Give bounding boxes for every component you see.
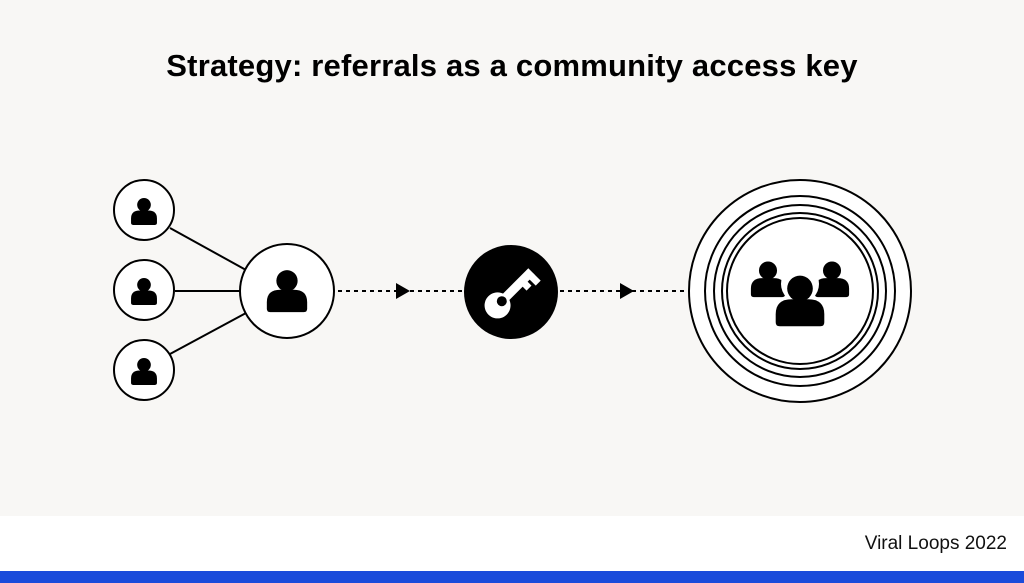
access-key: [464, 245, 558, 339]
referrer-2: [113, 259, 175, 321]
group-icon: [750, 261, 850, 334]
bottom-accent-bar: [0, 571, 1024, 583]
community: [688, 179, 912, 403]
dashed-arrow-2: [560, 283, 688, 299]
referral-diagram: [113, 179, 912, 403]
connector-line-3: [169, 312, 247, 355]
referrer-3: [113, 339, 175, 401]
footer-credit: Viral Loops 2022: [864, 533, 1007, 554]
referrer-1: [113, 179, 175, 241]
referrer-target: [239, 243, 335, 339]
dashed-arrow-1: [338, 283, 462, 299]
page-title: Strategy: referrals as a community acces…: [166, 48, 858, 83]
connector-line-1: [169, 227, 247, 271]
